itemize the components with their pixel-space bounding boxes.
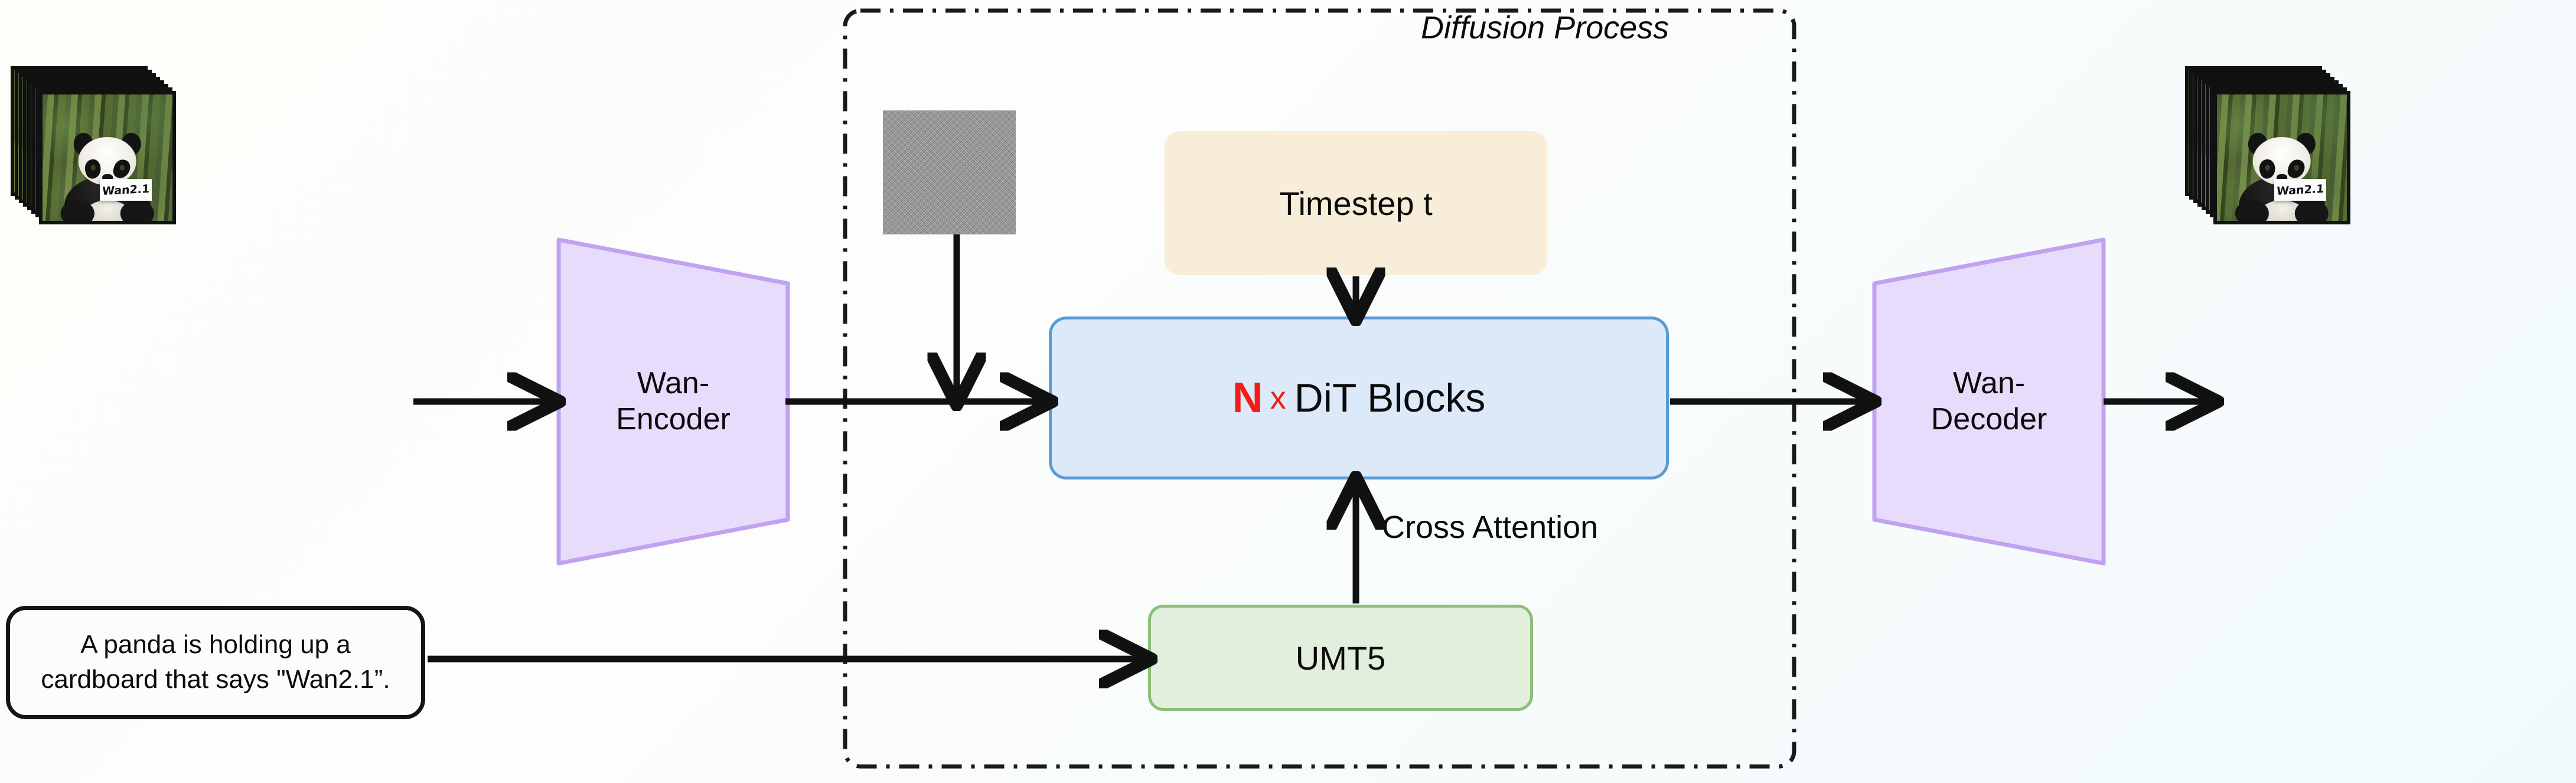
umt5-label: UMT5 [1295, 639, 1386, 677]
prompt-line-2: cardboard that says "Wan2.1”. [41, 665, 390, 694]
wan-encoder-block[interactable]: Wan- Encoder [555, 236, 791, 567]
cross-attention-label: Cross Attention [1382, 510, 1599, 545]
timestep-box[interactable]: Timestep t [1165, 131, 1547, 275]
cardboard-sign: Wan2.1 [99, 179, 152, 201]
video-frame-front: Wan2.1 [39, 91, 176, 224]
cardboard-sign: Wan2.1 [2274, 179, 2326, 201]
cardboard-sign-text: Wan2.1 [102, 182, 150, 198]
umt5-text-encoder-box[interactable]: UMT5 [1148, 605, 1533, 711]
dit-blocks-label: DiT Blocks [1294, 376, 1486, 420]
diffusion-process-container [843, 8, 1796, 769]
prompt-line-1: A panda is holding up a [80, 630, 351, 660]
diffusion-process-label: Diffusion Process [1421, 10, 1669, 45]
prompt-text-box[interactable]: A panda is holding up a cardboard that s… [6, 606, 425, 719]
video-frame-front: Wan2.1 [2213, 91, 2350, 224]
input-video-frame-stack: Wan2.1 [11, 66, 176, 224]
dit-repeat-count: N [1232, 374, 1263, 422]
wan-decoder-block[interactable]: Wan- Decoder [1871, 236, 2107, 567]
dit-blocks-box[interactable]: N x DiT Blocks [1049, 317, 1669, 479]
timestep-label: Timestep t [1279, 184, 1433, 222]
output-video-frame-stack: Wan2.1 [2185, 66, 2362, 224]
cardboard-sign-text: Wan2.1 [2276, 182, 2324, 198]
dit-multiply-symbol: x [1270, 380, 1286, 416]
noise-latent-patch [883, 110, 1016, 234]
